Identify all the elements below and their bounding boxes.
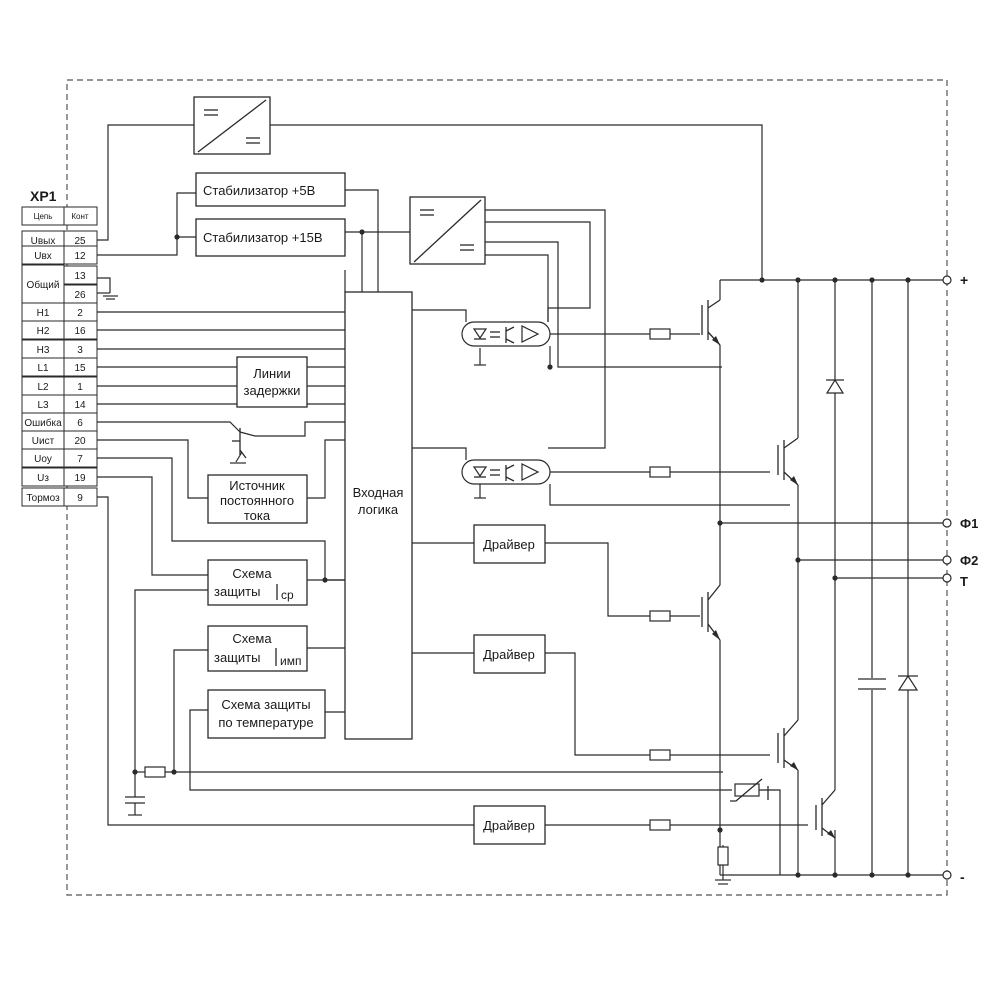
connector-pin-15: 15 — [74, 363, 86, 374]
terminal-temp — [942, 573, 952, 583]
connector-signal-10: Ошибка — [24, 417, 62, 429]
input-logic-label-2: логика — [358, 502, 399, 517]
current-source-block: Источник постоянного тока — [207, 474, 308, 524]
igbt-low-phase1 — [701, 584, 721, 641]
connector-pin-2: 2 — [77, 308, 83, 319]
connector-pin-7: 7 — [77, 454, 83, 465]
driver-label-3: Драйвер — [483, 818, 535, 833]
connector-signal-1: Uвх — [34, 251, 52, 262]
avg-protection-label-2: защиты — [214, 584, 260, 599]
connector-pin-26: 26 — [74, 290, 86, 301]
connector-signal-8: L2 — [37, 382, 49, 393]
optocoupler-low — [461, 459, 551, 485]
terminal-minus — [942, 870, 952, 880]
avg-protection-block: Схема защиты ср — [207, 559, 308, 606]
current-source-label-1: Источник — [229, 478, 285, 493]
connector-signal-4: H1 — [37, 308, 50, 319]
connector-pin-1: 1 — [77, 382, 83, 393]
input-logic-block: Входная логика — [344, 291, 413, 740]
connector-signal-5: H2 — [37, 326, 50, 337]
connector-signal-6: H3 — [37, 345, 50, 356]
connector-signal-12: Uоу — [34, 454, 52, 465]
wiring — [97, 124, 945, 885]
current-shunt — [717, 846, 729, 866]
terminal-phase2 — [942, 555, 952, 565]
connector-pin-19: 19 — [74, 473, 86, 484]
igbt-low-phase2 — [777, 719, 799, 771]
terminal-plus-label: + — [960, 272, 968, 288]
driver-label-2: Драйвер — [483, 647, 535, 662]
delay-lines-label-2: задержки — [244, 383, 301, 398]
connector-pin-25: 25 — [74, 236, 86, 247]
stabilizer-15v-label: Стабилизатор +15В — [203, 230, 323, 245]
delay-lines-label-1: Линии — [253, 366, 291, 381]
pulse-protection-block: Схема защиты имп — [207, 625, 308, 672]
optocoupler-high — [461, 321, 551, 347]
connector-signal-11: Uист — [32, 436, 55, 447]
pulse-protection-label-1: Схема — [232, 631, 272, 646]
pulse-protection-subscript: имп — [280, 654, 301, 668]
connector-header-signal: Цепь — [34, 212, 53, 221]
junction-dots — [132, 229, 911, 878]
avg-protection-label-1: Схема — [232, 566, 272, 581]
zener-diode — [897, 674, 919, 691]
connector-signal-0: Uвых — [31, 236, 56, 247]
thermistor — [730, 778, 775, 802]
igbt-high-phase1 — [701, 299, 721, 346]
driver-block-1: Драйвер — [473, 524, 546, 564]
connector-pin-9: 9 — [77, 493, 83, 504]
connector-signal-9: L3 — [37, 400, 49, 411]
input-logic-label-1: Входная — [353, 485, 404, 500]
igbt-high-phase2 — [777, 437, 799, 486]
terminal-phase1 — [942, 518, 952, 528]
driver-label-1: Драйвер — [483, 537, 535, 552]
stabilizer-5v-label: Стабилизатор +5В — [203, 183, 315, 198]
terminal-temp-label: T — [960, 574, 968, 589]
igbt-brake — [815, 789, 836, 839]
terminal-phase1-label: Ф1 — [960, 516, 978, 531]
connector-signal-2: Общий — [27, 279, 60, 291]
stabilizer-15v-block: Стабилизатор +15В — [195, 218, 346, 257]
connector-signal-7: L1 — [37, 363, 49, 374]
connector-signal-14: Тормоз — [26, 493, 60, 504]
temperature-protection-block: Схема защиты по температуре — [207, 689, 326, 739]
current-source-label-2: постоянного — [220, 493, 294, 508]
temperature-protection-label-2: по температуре — [218, 715, 313, 730]
terminal-phase2-label: Ф2 — [960, 553, 978, 568]
dc-link-capacitor — [858, 678, 886, 690]
connector-header-pin: Конт — [71, 212, 89, 221]
terminal-minus-label: - — [960, 869, 965, 885]
temperature-protection-label-1: Схема защиты — [221, 697, 310, 712]
terminal-plus — [942, 275, 952, 285]
delay-lines-block: Линии задержки — [236, 356, 308, 408]
connector-pin-16: 16 — [74, 326, 86, 337]
connector-pin-14: 14 — [74, 400, 86, 411]
brake-diode — [825, 378, 845, 394]
pulse-protection-label-2: защиты — [214, 650, 260, 665]
error-output-transistor — [232, 428, 256, 459]
connector-pin-12: 12 — [74, 251, 86, 262]
avg-protection-subscript: ср — [281, 588, 294, 602]
driver-block-3: Драйвер — [473, 805, 546, 845]
connector-pin-6: 6 — [77, 418, 83, 429]
connector-signal-13: Uз — [37, 473, 49, 484]
current-source-label-3: тока — [244, 508, 271, 523]
connector-pin-3: 3 — [77, 345, 83, 356]
stabilizer-5v-block: Стабилизатор +5В — [195, 172, 346, 207]
dcdc-converter-top — [193, 96, 271, 155]
connector-pin-13: 13 — [74, 271, 86, 282]
dcdc-converter-gate — [409, 196, 486, 265]
connector-title: XP1 — [30, 188, 57, 204]
gate-resistors — [144, 328, 671, 831]
driver-block-2: Драйвер — [473, 634, 546, 674]
connector-pin-20: 20 — [74, 436, 86, 447]
output-terminals: + Ф1 Ф2 T - — [942, 272, 978, 885]
